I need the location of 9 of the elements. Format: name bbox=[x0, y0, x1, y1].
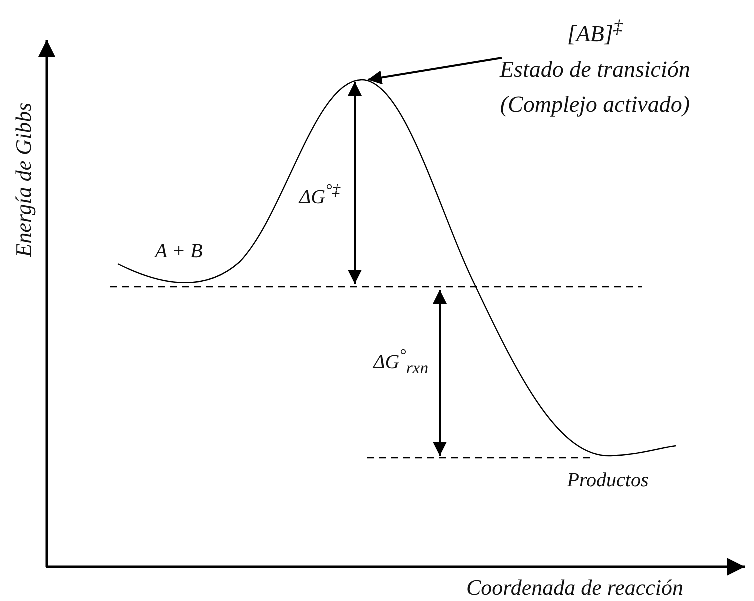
leader-arrow bbox=[368, 57, 502, 85]
activation-energy-label: ΔG$^{°‡}$ bbox=[299, 180, 341, 210]
reactants-label: A + B bbox=[155, 240, 203, 264]
text-line: (Complejo activado) bbox=[500, 90, 690, 119]
text-line: Estado de transición bbox=[500, 56, 690, 84]
products-label: Productos bbox=[567, 470, 649, 492]
axis-title: Coordenada de reacción bbox=[466, 575, 684, 601]
axis-title: Energía de Gibbs bbox=[11, 102, 37, 258]
text-line: [AB]$^{‡}$ bbox=[567, 16, 623, 49]
